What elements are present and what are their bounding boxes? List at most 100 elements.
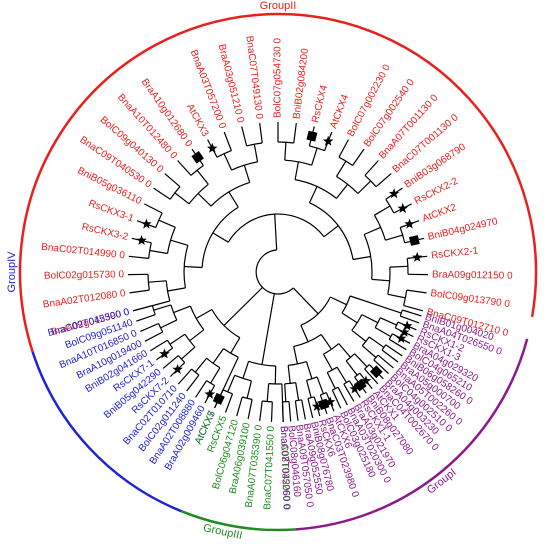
branch-segment (301, 399, 306, 420)
branch-arc (294, 179, 337, 199)
star-marker-icon (324, 396, 336, 407)
branch-segment (374, 205, 391, 216)
star-marker-icon (404, 218, 415, 229)
leaf-markers (136, 130, 423, 411)
branch-segment (212, 232, 229, 243)
branch-arc (364, 364, 370, 370)
branch-arc (223, 348, 239, 358)
branch-segment (184, 265, 203, 269)
branch-segment (288, 401, 292, 422)
branch-segment (174, 192, 190, 205)
group-arc (18, 12, 538, 353)
branch-arc (399, 309, 403, 317)
branch-arc (284, 159, 312, 166)
branch-segment (406, 289, 427, 294)
leaf-label: BnaC08T042060 0 (278, 426, 292, 511)
branch-segment (300, 325, 309, 343)
branch-segment (361, 345, 377, 358)
branch-segment (164, 173, 181, 188)
branch-segment (368, 336, 385, 348)
branch-arc (165, 280, 171, 302)
branch-segment (189, 329, 205, 342)
branch-arc (364, 174, 377, 188)
branch-segment (153, 304, 172, 311)
branch-segment (336, 183, 349, 199)
branch-segment (343, 383, 355, 402)
branch-segment (377, 354, 394, 369)
branch-segment (357, 180, 372, 194)
branch-segment (323, 225, 339, 238)
branch-segment (196, 308, 213, 319)
branch-segment (307, 398, 314, 419)
branch-segment (259, 400, 263, 421)
branch-segment (153, 187, 171, 200)
leaf-label: BnaC07T049130 0 (243, 35, 264, 120)
branch-segment (308, 186, 318, 204)
star-marker-icon (141, 218, 152, 229)
square-marker-icon (354, 378, 367, 392)
branch-segment (177, 368, 193, 385)
leaf-label: BraA09g012150 0 (432, 269, 513, 281)
branch-segment (140, 322, 159, 332)
branch-segment (311, 147, 318, 166)
branch-segment (243, 165, 251, 183)
branch-segment (354, 353, 368, 368)
branch-segment (331, 389, 342, 409)
branch-arc (374, 317, 381, 328)
branch-segment (352, 255, 371, 261)
branch-segment (336, 366, 348, 383)
branch-segment (227, 375, 236, 393)
branch-segment (241, 126, 248, 147)
branch-arc (388, 333, 393, 340)
branch-segment (132, 305, 153, 312)
branch-segment (162, 355, 179, 369)
branch-segment (379, 317, 397, 326)
branch-arc (354, 372, 361, 378)
root-arc (255, 249, 294, 295)
star-marker-icon (360, 375, 372, 386)
branch-segment (246, 380, 252, 399)
branch-segment (292, 287, 319, 315)
leaf-label: RsCKX2-1 (431, 246, 480, 262)
leaf-label: RsCKX4 (310, 84, 330, 124)
branch-segment (373, 359, 389, 374)
branch-arc (189, 305, 205, 331)
branch-arc (188, 183, 209, 205)
branch-arc (306, 376, 318, 381)
branch-arc (363, 234, 373, 280)
branch-segment (364, 160, 379, 176)
branch-segment (253, 144, 259, 163)
branch-segment (144, 331, 163, 342)
group-label: GroupIII (202, 522, 243, 542)
leaf-label: BnaA07T035260 0 (278, 426, 292, 510)
leaf-label: BolC09g013790 0 (430, 288, 511, 310)
branch-segment (197, 193, 212, 207)
branch-segment (294, 400, 299, 421)
group-arc (295, 338, 529, 531)
branch-segment (223, 131, 232, 151)
branch-segment (284, 142, 287, 161)
leaf-label: RsCKX3-1 (87, 198, 136, 225)
branch-arc (206, 357, 221, 369)
branch-segment (212, 348, 224, 364)
branch-arc (210, 181, 250, 207)
branch-arc (166, 227, 176, 254)
branch-arc (148, 242, 152, 259)
star-marker-icon (322, 135, 334, 146)
star-marker-icon (349, 383, 360, 394)
branch-segment (345, 360, 358, 376)
branch-segment (266, 383, 270, 402)
branch-segment (341, 312, 358, 324)
branch-segment (169, 333, 186, 345)
branch-segment (374, 327, 392, 338)
branch-segment (293, 123, 297, 144)
star-marker-icon (311, 400, 323, 411)
branch-segment (375, 173, 392, 188)
branch-segment (136, 314, 156, 322)
branch-segment (402, 309, 422, 317)
branch-segment (306, 380, 312, 398)
leaf-label: BnaC02T014990 0 (41, 242, 126, 262)
star-marker-icon (207, 142, 218, 153)
branch-segment (371, 278, 390, 282)
